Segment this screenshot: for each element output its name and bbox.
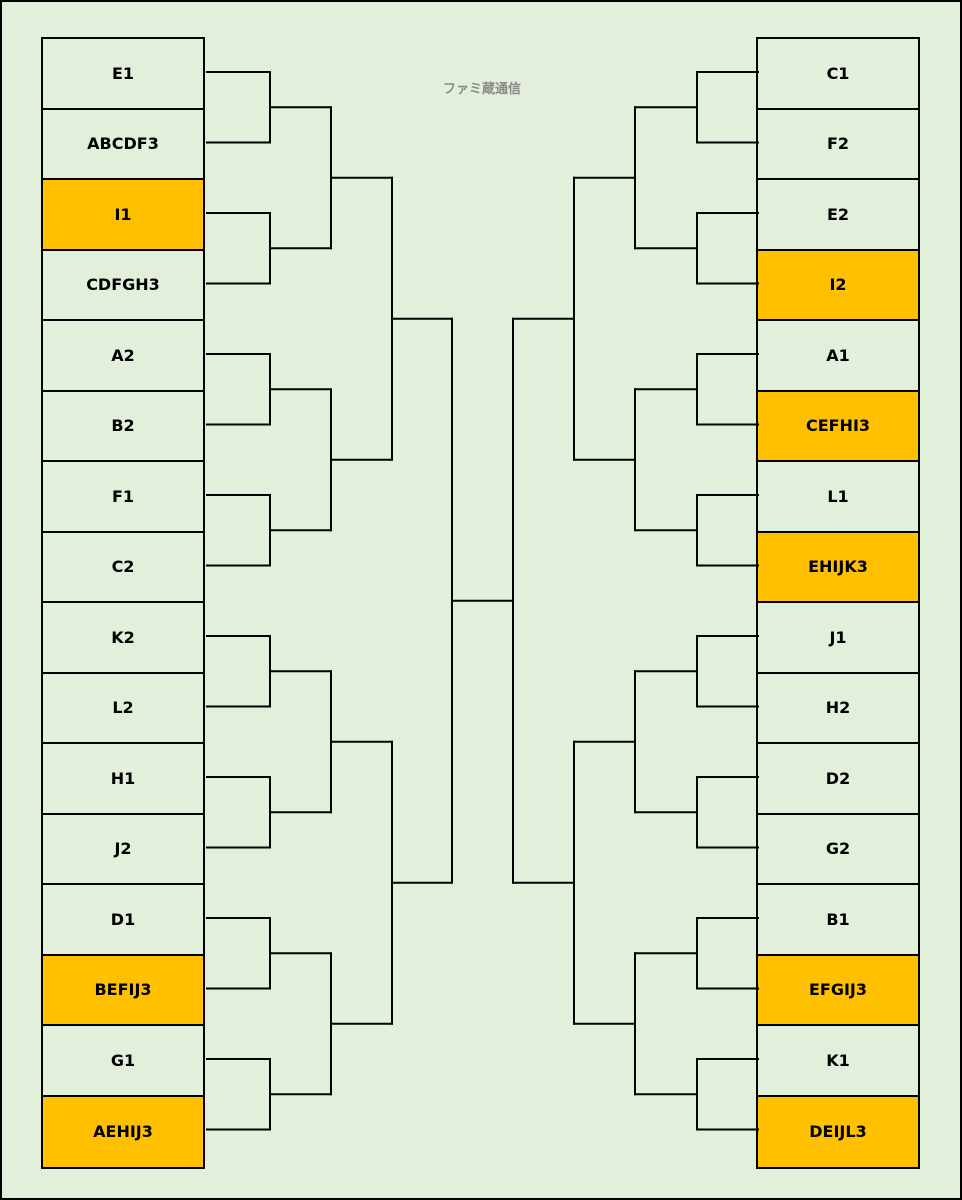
right-slot: D2: [758, 744, 918, 815]
right-slot: B1: [758, 885, 918, 956]
left-slot: I1: [43, 180, 203, 251]
right-slot: K1: [758, 1026, 918, 1097]
left-slot: ABCDF3: [43, 109, 203, 180]
right-slot: H2: [758, 673, 918, 744]
right-slot: A1: [758, 321, 918, 392]
right-slot: F2: [758, 109, 918, 180]
right-slot: J1: [758, 603, 918, 674]
left-slot: D1: [43, 885, 203, 956]
left-slot: C2: [43, 532, 203, 603]
left-slot: F1: [43, 462, 203, 533]
right-slot: L1: [758, 462, 918, 533]
left-slot: CDFGH3: [43, 250, 203, 321]
right-slot: EHIJK3: [758, 532, 918, 603]
right-slot: G2: [758, 814, 918, 885]
left-slot: H1: [43, 744, 203, 815]
right-slot: C1: [758, 39, 918, 110]
left-slot: AEHIJ3: [43, 1096, 203, 1167]
right-slot: DEIJL3: [758, 1096, 918, 1167]
left-slot: J2: [43, 814, 203, 885]
watermark: ファミ蔵通信: [442, 82, 521, 97]
left-slot: BEFIJ3: [43, 955, 203, 1026]
left-slot: E1: [43, 39, 203, 110]
right-slot: E2: [758, 180, 918, 251]
right-slot: EFGIJ3: [758, 955, 918, 1026]
left-slot: L2: [43, 673, 203, 744]
right-slot: I2: [758, 250, 918, 321]
left-slot: G1: [43, 1026, 203, 1097]
left-slot: K2: [43, 603, 203, 674]
right-slot: CEFHI3: [758, 391, 918, 462]
left-slot: B2: [43, 391, 203, 462]
left-slot: A2: [43, 321, 203, 392]
